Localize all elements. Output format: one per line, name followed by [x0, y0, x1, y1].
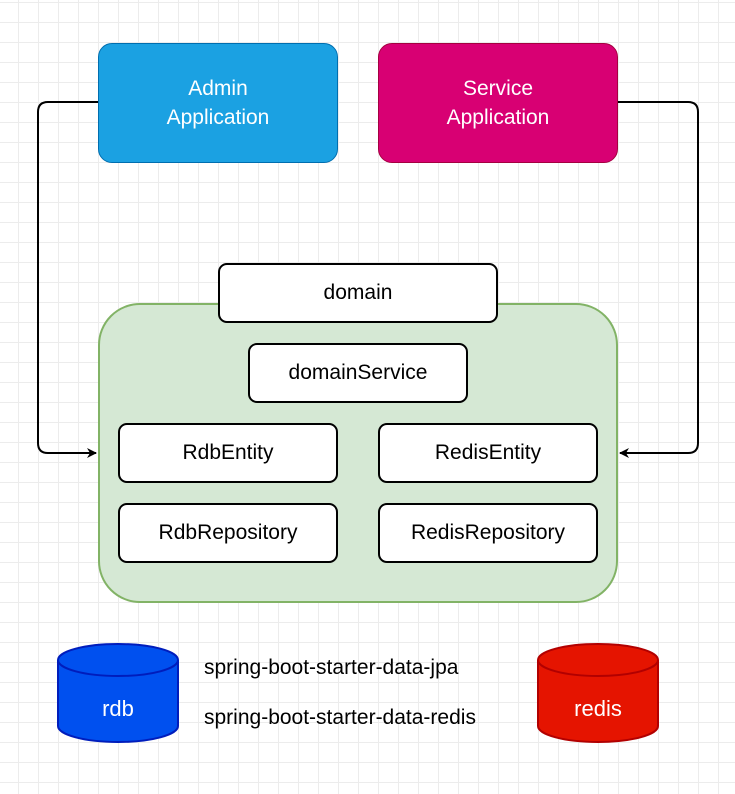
admin-application-box[interactable]: Admin Application — [98, 43, 338, 163]
redis-cylinder[interactable] — [536, 642, 662, 746]
redis-repository-box[interactable]: RedisRepository — [378, 503, 598, 563]
rdb-repository-label: RdbRepository — [158, 521, 298, 544]
domain-label: domain — [323, 281, 393, 304]
domain-label-box[interactable]: domain — [218, 263, 498, 323]
service-to-domain-connector — [618, 101, 699, 458]
domain-service-box[interactable]: domainService — [248, 343, 468, 403]
rdb-label: rdb — [102, 696, 134, 721]
rdb-cylinder[interactable] — [56, 642, 182, 746]
admin-to-domain-connector — [37, 101, 98, 458]
redis-label: redis — [574, 696, 622, 721]
rdb-entity-box[interactable]: RdbEntity — [118, 423, 338, 483]
admin-app-line2: Application — [166, 106, 270, 129]
redis-entity-box[interactable]: RedisEntity — [378, 423, 598, 483]
service-application-box[interactable]: Service Application — [378, 43, 618, 163]
jpa-dependency-label: spring-boot-starter-data-jpa — [204, 656, 459, 679]
redis-repository-label: RedisRepository — [410, 521, 566, 544]
domain-service-label: domainService — [288, 361, 428, 384]
rdb-entity-label: RdbEntity — [182, 441, 274, 464]
service-app-line2: Application — [446, 106, 550, 129]
rdb-repository-box[interactable]: RdbRepository — [118, 503, 338, 563]
redis-entity-label: RedisEntity — [434, 441, 542, 464]
redis-dependency-label: spring-boot-starter-data-redis — [204, 706, 476, 729]
admin-app-line1: Admin — [188, 77, 248, 100]
service-app-line1: Service — [462, 77, 534, 100]
